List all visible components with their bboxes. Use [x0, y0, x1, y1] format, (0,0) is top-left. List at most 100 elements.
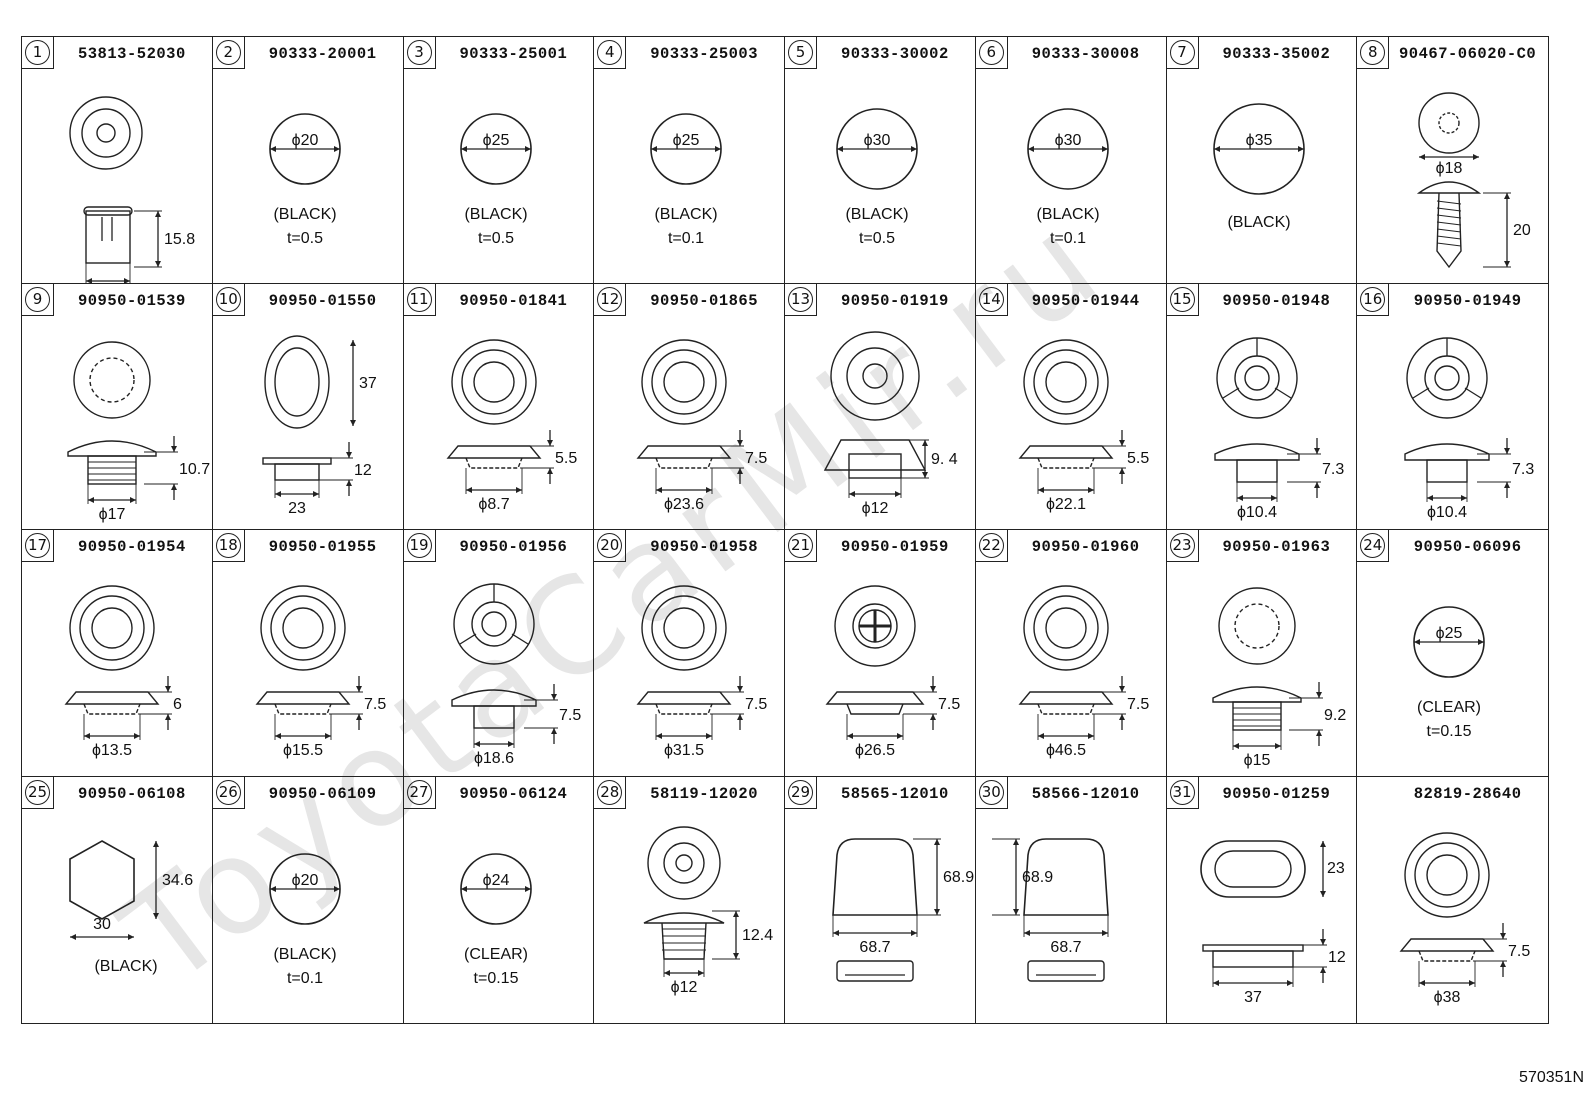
dim-diameter-label: ϕ17	[99, 506, 126, 523]
part-number: 90333-25003	[650, 45, 759, 63]
dim-height-label: 20	[1513, 222, 1531, 239]
part-number: 90950-01959	[840, 538, 949, 556]
dim-diameter-label: 68.7	[859, 939, 890, 956]
dim-diameter-label: ϕ26.5	[855, 742, 895, 759]
item-number-box: 23	[1166, 530, 1199, 562]
dim-diameter-label: ϕ12	[671, 979, 698, 996]
diameter-label: ϕ25	[673, 132, 700, 149]
item-number-box: 14	[975, 283, 1008, 316]
diameter-label: ϕ18	[1436, 160, 1463, 177]
item-number: 22	[978, 533, 1004, 558]
dim-diameter-label: ϕ46.5	[1046, 742, 1086, 759]
dim-height-label: 7.5	[745, 696, 767, 713]
item-number: 19	[406, 533, 432, 558]
dim-diameter-label: ϕ13.5	[92, 742, 132, 759]
dim-height-label: 12	[354, 462, 372, 479]
item-number-box: 15	[1166, 283, 1199, 316]
item-number-box: 29	[785, 776, 817, 809]
part-drawing-pushpin: ϕ18 20	[1417, 92, 1531, 269]
color-label: (BLACK)	[1227, 214, 1290, 231]
diameter-label: ϕ25	[1436, 625, 1463, 642]
dim-height-label: 9.2	[1324, 707, 1346, 724]
dim-height-label: 9. 4	[931, 451, 958, 468]
part-number: 90950-06124	[459, 784, 568, 803]
dim-diameter-label: ϕ15	[1243, 752, 1270, 769]
item-number: 20	[597, 533, 623, 558]
item-number-box: 27	[403, 776, 436, 809]
part-drawing-cap: 68.9 68.7	[832, 837, 974, 982]
part-drawing-disc: ϕ25(BLACK)t=0.1	[650, 113, 723, 247]
item-number: 13	[788, 286, 813, 312]
part-drawing-grommet: 5.5ϕ8.7	[446, 338, 577, 513]
item-number-box: 30	[975, 776, 1008, 809]
item-number-box: 19	[403, 530, 436, 562]
diameter-label: ϕ25	[482, 132, 509, 149]
dim-height-label: 68.9	[943, 869, 974, 886]
item-number: 17	[25, 533, 50, 558]
item-number-box: 3	[403, 37, 436, 69]
item-number: 29	[788, 779, 813, 805]
dim-height-label: 68.9	[1022, 869, 1053, 886]
color-label: (BLACK)	[845, 206, 908, 223]
dim-diameter-label: ϕ38	[1434, 989, 1461, 1006]
dim-height-label: 7.3	[1512, 461, 1534, 478]
item-number: 23	[1169, 533, 1195, 558]
dim-diameter-label: ϕ15.5	[283, 742, 323, 759]
part-cell: 27 90950-06124 ϕ24(CLEAR)t=0.15	[403, 776, 595, 1023]
dim-height-label: 10.7	[179, 461, 210, 478]
dim-height-label: 23	[1327, 860, 1345, 877]
item-number: 7	[1169, 40, 1195, 65]
item-number: 1	[25, 40, 50, 65]
part-drawing-disc: ϕ35(BLACK)	[1212, 103, 1305, 231]
item-number: 9	[25, 286, 50, 312]
diameter-label: ϕ20	[291, 872, 318, 889]
item-number-box: 18	[212, 530, 245, 562]
part-number: 90950-01958	[650, 538, 759, 556]
part-number: 90950-01841	[459, 291, 568, 310]
item-number: 2	[215, 40, 241, 65]
part-number: 90950-06109	[268, 784, 377, 803]
item-number: 6	[978, 40, 1004, 65]
thickness-label: t=0.1	[668, 230, 704, 247]
dim-diameter-label: 68.7	[1050, 939, 1081, 956]
dim-height-label: 6	[173, 696, 182, 713]
part-drawing-disc: ϕ24(CLEAR)t=0.15	[459, 852, 532, 987]
part-drawing-plug: 10.7 ϕ17	[67, 340, 210, 523]
dim-height-label: 5.5	[1127, 450, 1149, 467]
dim-diameter-label: 23	[288, 500, 306, 517]
part-number: 90333-30002	[840, 45, 949, 63]
part-drawing-grommet: 7.5 ϕ46.5	[1018, 585, 1149, 759]
dim-height-label: 7.3	[1322, 461, 1344, 478]
part-drawing-plug: 9.2 ϕ15	[1211, 587, 1346, 769]
item-number: 18	[215, 533, 241, 558]
item-number-box: 6	[975, 37, 1008, 69]
dim-height-label: 7.5	[1127, 696, 1149, 713]
dim-diameter-label: ϕ18.6	[473, 750, 513, 767]
dim-diameter-label: ϕ12	[862, 500, 889, 517]
item-number-box: 1	[22, 37, 54, 69]
part-number: 90333-20001	[268, 45, 377, 63]
dim-height-label: 12	[1328, 949, 1346, 966]
item-number: 15	[1169, 286, 1195, 312]
color-label: (BLACK)	[1036, 206, 1099, 223]
part-number: 90950-01919	[840, 291, 949, 310]
color-label: (BLACK)	[273, 946, 336, 963]
dim-diameter-label: ϕ22.1	[1046, 496, 1086, 513]
